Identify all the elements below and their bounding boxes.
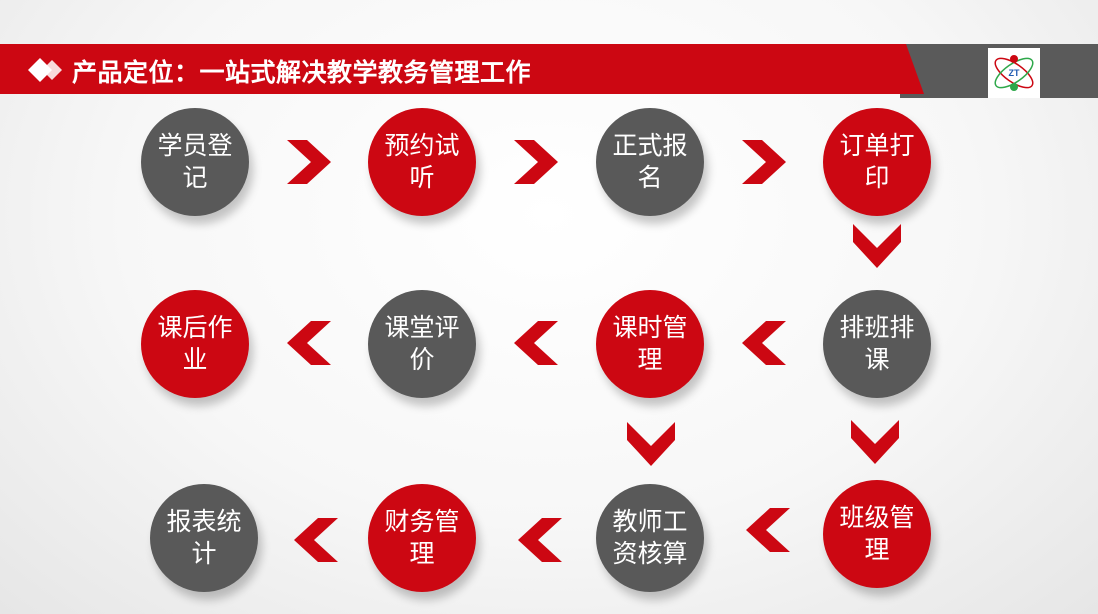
step-label: 订单打印 xyxy=(839,131,915,192)
step-label: 教师工资核算 xyxy=(612,507,688,568)
step-homework: 课后作业 xyxy=(141,290,249,398)
step-hours-management: 课时管理 xyxy=(596,290,704,398)
chevron-left-icon xyxy=(287,321,331,365)
step-label: 学员登记 xyxy=(157,131,233,192)
chevron-right-icon xyxy=(514,140,558,184)
step-class-management: 班级管理 xyxy=(823,480,931,588)
chevron-left-icon xyxy=(294,518,338,562)
step-label: 课时管理 xyxy=(612,313,688,374)
step-label: 排班排课 xyxy=(839,313,915,374)
step-label: 课堂评价 xyxy=(384,313,460,374)
chevron-right-icon xyxy=(287,140,331,184)
logo-text: ZT xyxy=(1009,68,1020,78)
step-trial-booking: 预约试听 xyxy=(368,108,476,216)
step-student-register: 学员登记 xyxy=(141,108,249,216)
logo: ZT xyxy=(988,48,1040,98)
chevron-left-icon xyxy=(514,321,558,365)
step-label: 课后作业 xyxy=(157,313,233,374)
step-teacher-salary: 教师工资核算 xyxy=(596,484,704,592)
step-finance-management: 财务管理 xyxy=(368,484,476,592)
step-label: 班级管理 xyxy=(839,503,915,564)
diamond-icon xyxy=(28,58,62,82)
header-band: 产品定位：一站式解决教学教务管理工作 ZT xyxy=(0,44,1098,98)
chevron-left-icon xyxy=(518,518,562,562)
step-label: 报表统计 xyxy=(166,507,242,568)
step-label: 财务管理 xyxy=(384,507,460,568)
step-report-stats: 报表统计 xyxy=(150,484,258,592)
step-class-evaluation: 课堂评价 xyxy=(368,290,476,398)
page-title: 产品定位：一站式解决教学教务管理工作 xyxy=(72,58,532,87)
chevron-down-icon xyxy=(853,224,901,268)
chevron-right-icon xyxy=(742,140,786,184)
step-formal-enroll: 正式报名 xyxy=(596,108,704,216)
chevron-left-icon xyxy=(746,508,790,552)
step-class-scheduling: 排班排课 xyxy=(823,290,931,398)
chevron-down-icon xyxy=(627,422,675,466)
chevron-down-icon xyxy=(851,420,899,464)
step-label: 正式报名 xyxy=(612,131,688,192)
step-label: 预约试听 xyxy=(384,131,460,192)
chevron-left-icon xyxy=(742,321,786,365)
step-order-print: 订单打印 xyxy=(823,108,931,216)
